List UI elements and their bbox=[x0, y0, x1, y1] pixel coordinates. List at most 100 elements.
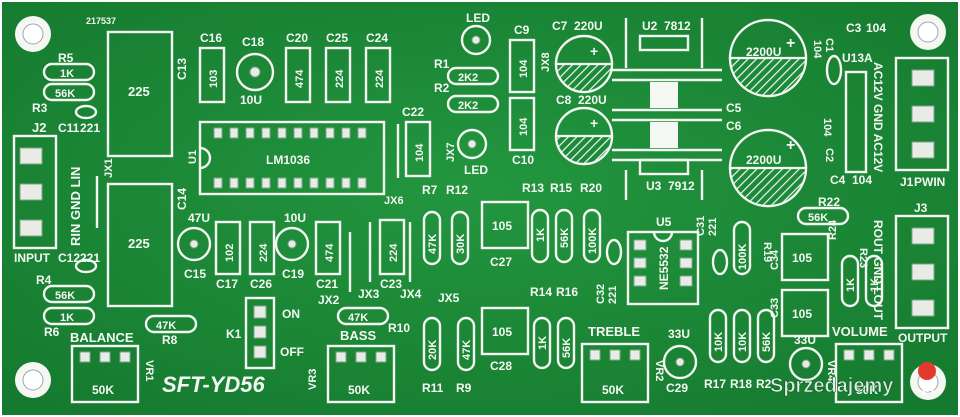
svg-text:104: 104 bbox=[852, 173, 872, 187]
svg-text:56K: 56K bbox=[761, 332, 773, 352]
capacitor-c10: 104 C10 bbox=[508, 96, 536, 167]
serial-number: 217537 bbox=[86, 16, 116, 26]
led-1: LED bbox=[460, 11, 492, 56]
capacitor-c26: 224 C26 bbox=[248, 220, 276, 291]
svg-text:105: 105 bbox=[492, 219, 512, 233]
svg-text:BALANCE: BALANCE bbox=[70, 330, 134, 345]
ic-pin bbox=[293, 127, 303, 139]
svg-text:C12: C12 bbox=[58, 251, 80, 265]
capacitor-c6: C6 2200U + bbox=[726, 119, 808, 208]
svg-text:VR2: VR2 bbox=[653, 360, 665, 381]
svg-text:56K: 56K bbox=[561, 338, 573, 358]
svg-text:104: 104 bbox=[518, 117, 530, 136]
svg-text:LED: LED bbox=[466, 11, 490, 25]
svg-text:2K2: 2K2 bbox=[458, 72, 478, 84]
svg-text:C5: C5 bbox=[726, 101, 742, 115]
svg-text:2200U: 2200U bbox=[746, 45, 781, 59]
svg-text:C23: C23 bbox=[380, 277, 402, 291]
ic-pin bbox=[213, 127, 223, 139]
ic-pin bbox=[213, 177, 223, 189]
capacitor-c17: 102 C17 bbox=[214, 220, 242, 291]
svg-text:C26: C26 bbox=[250, 277, 272, 291]
capacitor-c14: 225 C14 bbox=[106, 182, 189, 308]
svg-text:R20: R20 bbox=[580, 181, 602, 195]
svg-text:C4: C4 bbox=[830, 173, 846, 187]
svg-text:R8: R8 bbox=[162, 333, 178, 347]
svg-text:225: 225 bbox=[128, 84, 150, 99]
ic-pin bbox=[325, 177, 335, 189]
ic-pin bbox=[245, 177, 255, 189]
svg-text:+: + bbox=[786, 35, 795, 52]
capacitor-c22: C22 104 bbox=[396, 105, 432, 178]
jumper-jx2: JX2 bbox=[318, 293, 340, 307]
svg-text:221: 221 bbox=[80, 121, 100, 135]
mounting-hole-tr bbox=[910, 14, 946, 50]
svg-text:47K: 47K bbox=[461, 340, 473, 360]
svg-text:474: 474 bbox=[294, 69, 306, 88]
svg-text:R12: R12 bbox=[446, 183, 468, 197]
svg-text:50K: 50K bbox=[92, 383, 114, 397]
heatsink bbox=[612, 18, 722, 200]
svg-text:47U: 47U bbox=[188, 211, 210, 225]
svg-text:+: + bbox=[590, 115, 598, 131]
svg-text:C13: C13 bbox=[175, 58, 189, 80]
ic-pin bbox=[357, 127, 367, 139]
resistor-r21: 56K R2 bbox=[756, 308, 776, 391]
capacitor-c25: C25 224 bbox=[324, 31, 352, 104]
capacitor-c28: 105 C28 bbox=[480, 306, 530, 373]
svg-text:1K: 1K bbox=[869, 278, 881, 292]
svg-text:220U: 220U bbox=[574, 19, 603, 33]
svg-text:2K2: 2K2 bbox=[458, 100, 478, 112]
svg-text:105: 105 bbox=[492, 325, 512, 339]
capacitor-small-a bbox=[605, 238, 623, 266]
resistor-r12: R12 30K bbox=[446, 183, 470, 266]
capacitor-c9: C9 104 bbox=[508, 23, 536, 94]
svg-text:50K: 50K bbox=[348, 383, 370, 397]
ic-pin bbox=[325, 127, 335, 139]
svg-text:C14: C14 bbox=[175, 188, 189, 210]
jumper-jx4: JX4 bbox=[400, 287, 422, 301]
svg-text:10U: 10U bbox=[240, 93, 262, 107]
svg-text:C28: C28 bbox=[490, 359, 512, 373]
svg-text:100K: 100K bbox=[587, 228, 599, 254]
svg-text:47K: 47K bbox=[156, 320, 176, 332]
resistor-r19: 100K R19 bbox=[732, 220, 773, 276]
svg-text:R9: R9 bbox=[456, 381, 472, 395]
svg-text:1K: 1K bbox=[60, 68, 74, 80]
svg-text:474: 474 bbox=[324, 243, 336, 262]
svg-text:R6: R6 bbox=[44, 325, 60, 339]
svg-text:10K: 10K bbox=[737, 332, 749, 352]
connector-input-pins: RIN GND LIN bbox=[68, 167, 83, 246]
svg-text:1K: 1K bbox=[535, 228, 547, 242]
svg-text:R14: R14 bbox=[530, 285, 552, 299]
resistor-r17: 10K R17 bbox=[704, 308, 728, 391]
svg-text:VOLUME: VOLUME bbox=[832, 324, 888, 339]
svg-text:J3: J3 bbox=[914, 201, 928, 215]
capacitor-c33: C33 105 bbox=[769, 288, 830, 338]
resistor-r22: R22 56K bbox=[796, 195, 850, 226]
pot-bass: BASS 50K VR3 bbox=[307, 328, 396, 404]
capacitor-c19: 10U C19 bbox=[274, 211, 310, 281]
svg-text:VR3: VR3 bbox=[307, 369, 319, 390]
svg-text:56K: 56K bbox=[808, 212, 828, 224]
svg-text:56K: 56K bbox=[55, 290, 75, 302]
jumper-jx3: JX3 bbox=[358, 287, 380, 301]
svg-text:C1: C1 bbox=[823, 38, 835, 52]
capacitor-c16: C16 103 bbox=[198, 31, 226, 104]
svg-text:C29: C29 bbox=[666, 381, 688, 395]
svg-text:U5: U5 bbox=[656, 215, 672, 229]
ic-pin bbox=[245, 127, 255, 139]
svg-text:.pl: .pl bbox=[918, 379, 934, 395]
svg-text:R17: R17 bbox=[704, 377, 726, 391]
resistor-r5: R5 1K bbox=[42, 51, 96, 82]
svg-text:C10: C10 bbox=[512, 153, 534, 167]
svg-text:224: 224 bbox=[388, 243, 400, 262]
svg-text:104: 104 bbox=[518, 59, 530, 78]
jumper-jx6: JX6 bbox=[384, 195, 404, 207]
bridge-u13a: U13A bbox=[842, 51, 873, 174]
ic-pin bbox=[261, 127, 271, 139]
